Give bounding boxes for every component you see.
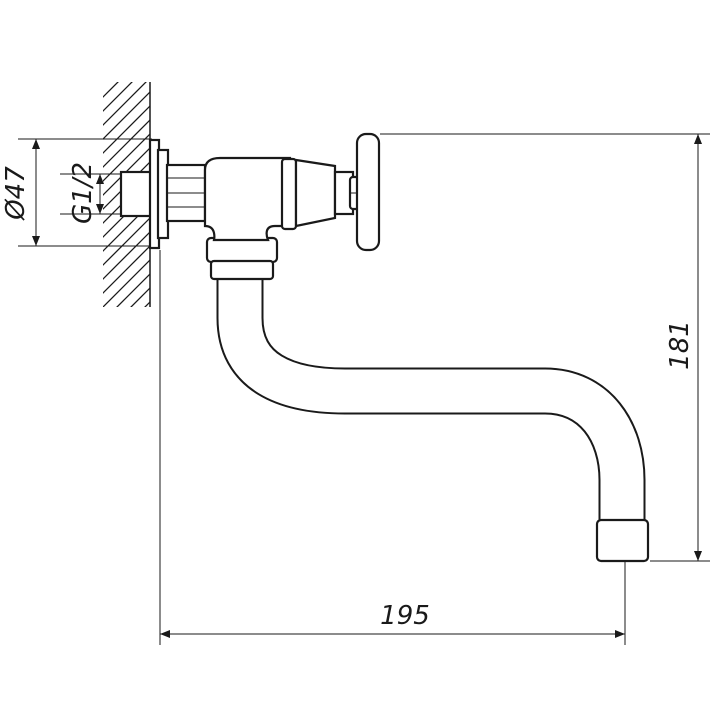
length-dimension-label: 195 [380, 601, 430, 631]
extension-lines [18, 133, 710, 645]
height-dimension-label: 181 [665, 320, 695, 370]
thread-dimension-label: G1/2 [68, 162, 98, 224]
wall-connector [119, 138, 207, 250]
valve-body [203, 156, 337, 242]
diameter-dimension-label: Ø47 [1, 166, 31, 221]
swivel-nut [205, 236, 279, 281]
spout-tube [216, 280, 646, 522]
aerator-nozzle [595, 518, 650, 563]
handle-wheel [355, 132, 381, 252]
